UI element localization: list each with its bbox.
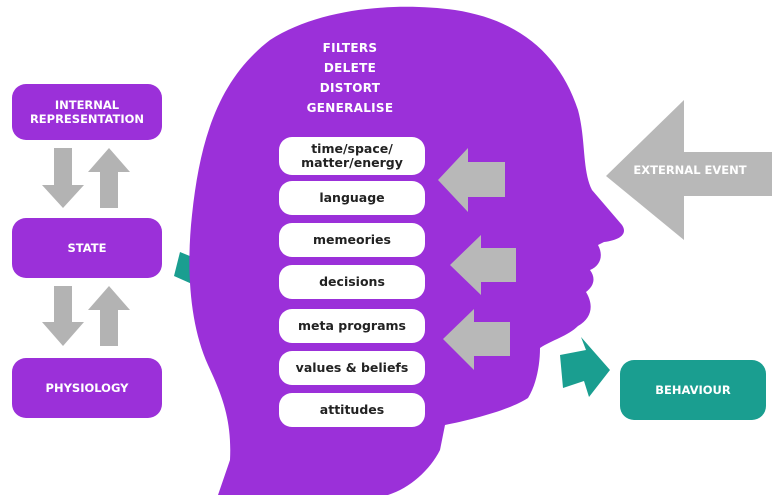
state-label: STATE [67,240,107,255]
filter-item-memories: memeories [279,223,425,257]
filters-heading-line: DISTORT [319,81,381,95]
head-to-behaviour-arrow [560,337,610,397]
filter-item-values-beliefs: values & beliefs [279,351,425,385]
filters-heading: FILTERS DELETE DISTORT GENERALISE [290,38,410,118]
filter-item-meta-programs: meta programs [279,309,425,343]
arrow-up-state-to-ir [88,148,130,208]
internal-representation-label: INTERNAL REPRESENTATION [29,97,145,126]
filters-heading-line: DELETE [323,61,377,75]
filter-arrow-3 [443,309,510,370]
arrow-up-physiology-to-state [88,286,130,346]
filter-item-attitudes: attitudes [279,393,425,427]
filters-heading-line: GENERALISE [306,101,394,115]
filter-item-language: language [279,181,425,215]
external-event-arrow-body [606,100,772,240]
behaviour-box: BEHAVIOUR [620,360,766,420]
arrow-down-state-to-physiology [42,286,84,346]
filter-item-time-space: time/space/ matter/energy [279,137,425,175]
internal-representation-box: INTERNAL REPRESENTATION [12,84,162,140]
behaviour-label: BEHAVIOUR [655,382,731,397]
filter-arrow-1 [438,148,505,212]
physiology-box: PHYSIOLOGY [12,358,162,418]
filter-arrow-2 [450,235,516,295]
arrow-down-ir-to-state [42,148,84,208]
external-event-label: EXTERNAL EVENT [633,163,747,177]
state-box: STATE [12,218,162,278]
physiology-label: PHYSIOLOGY [45,380,129,395]
filter-item-decisions: decisions [279,265,425,299]
filters-heading-line: FILTERS [322,41,378,55]
